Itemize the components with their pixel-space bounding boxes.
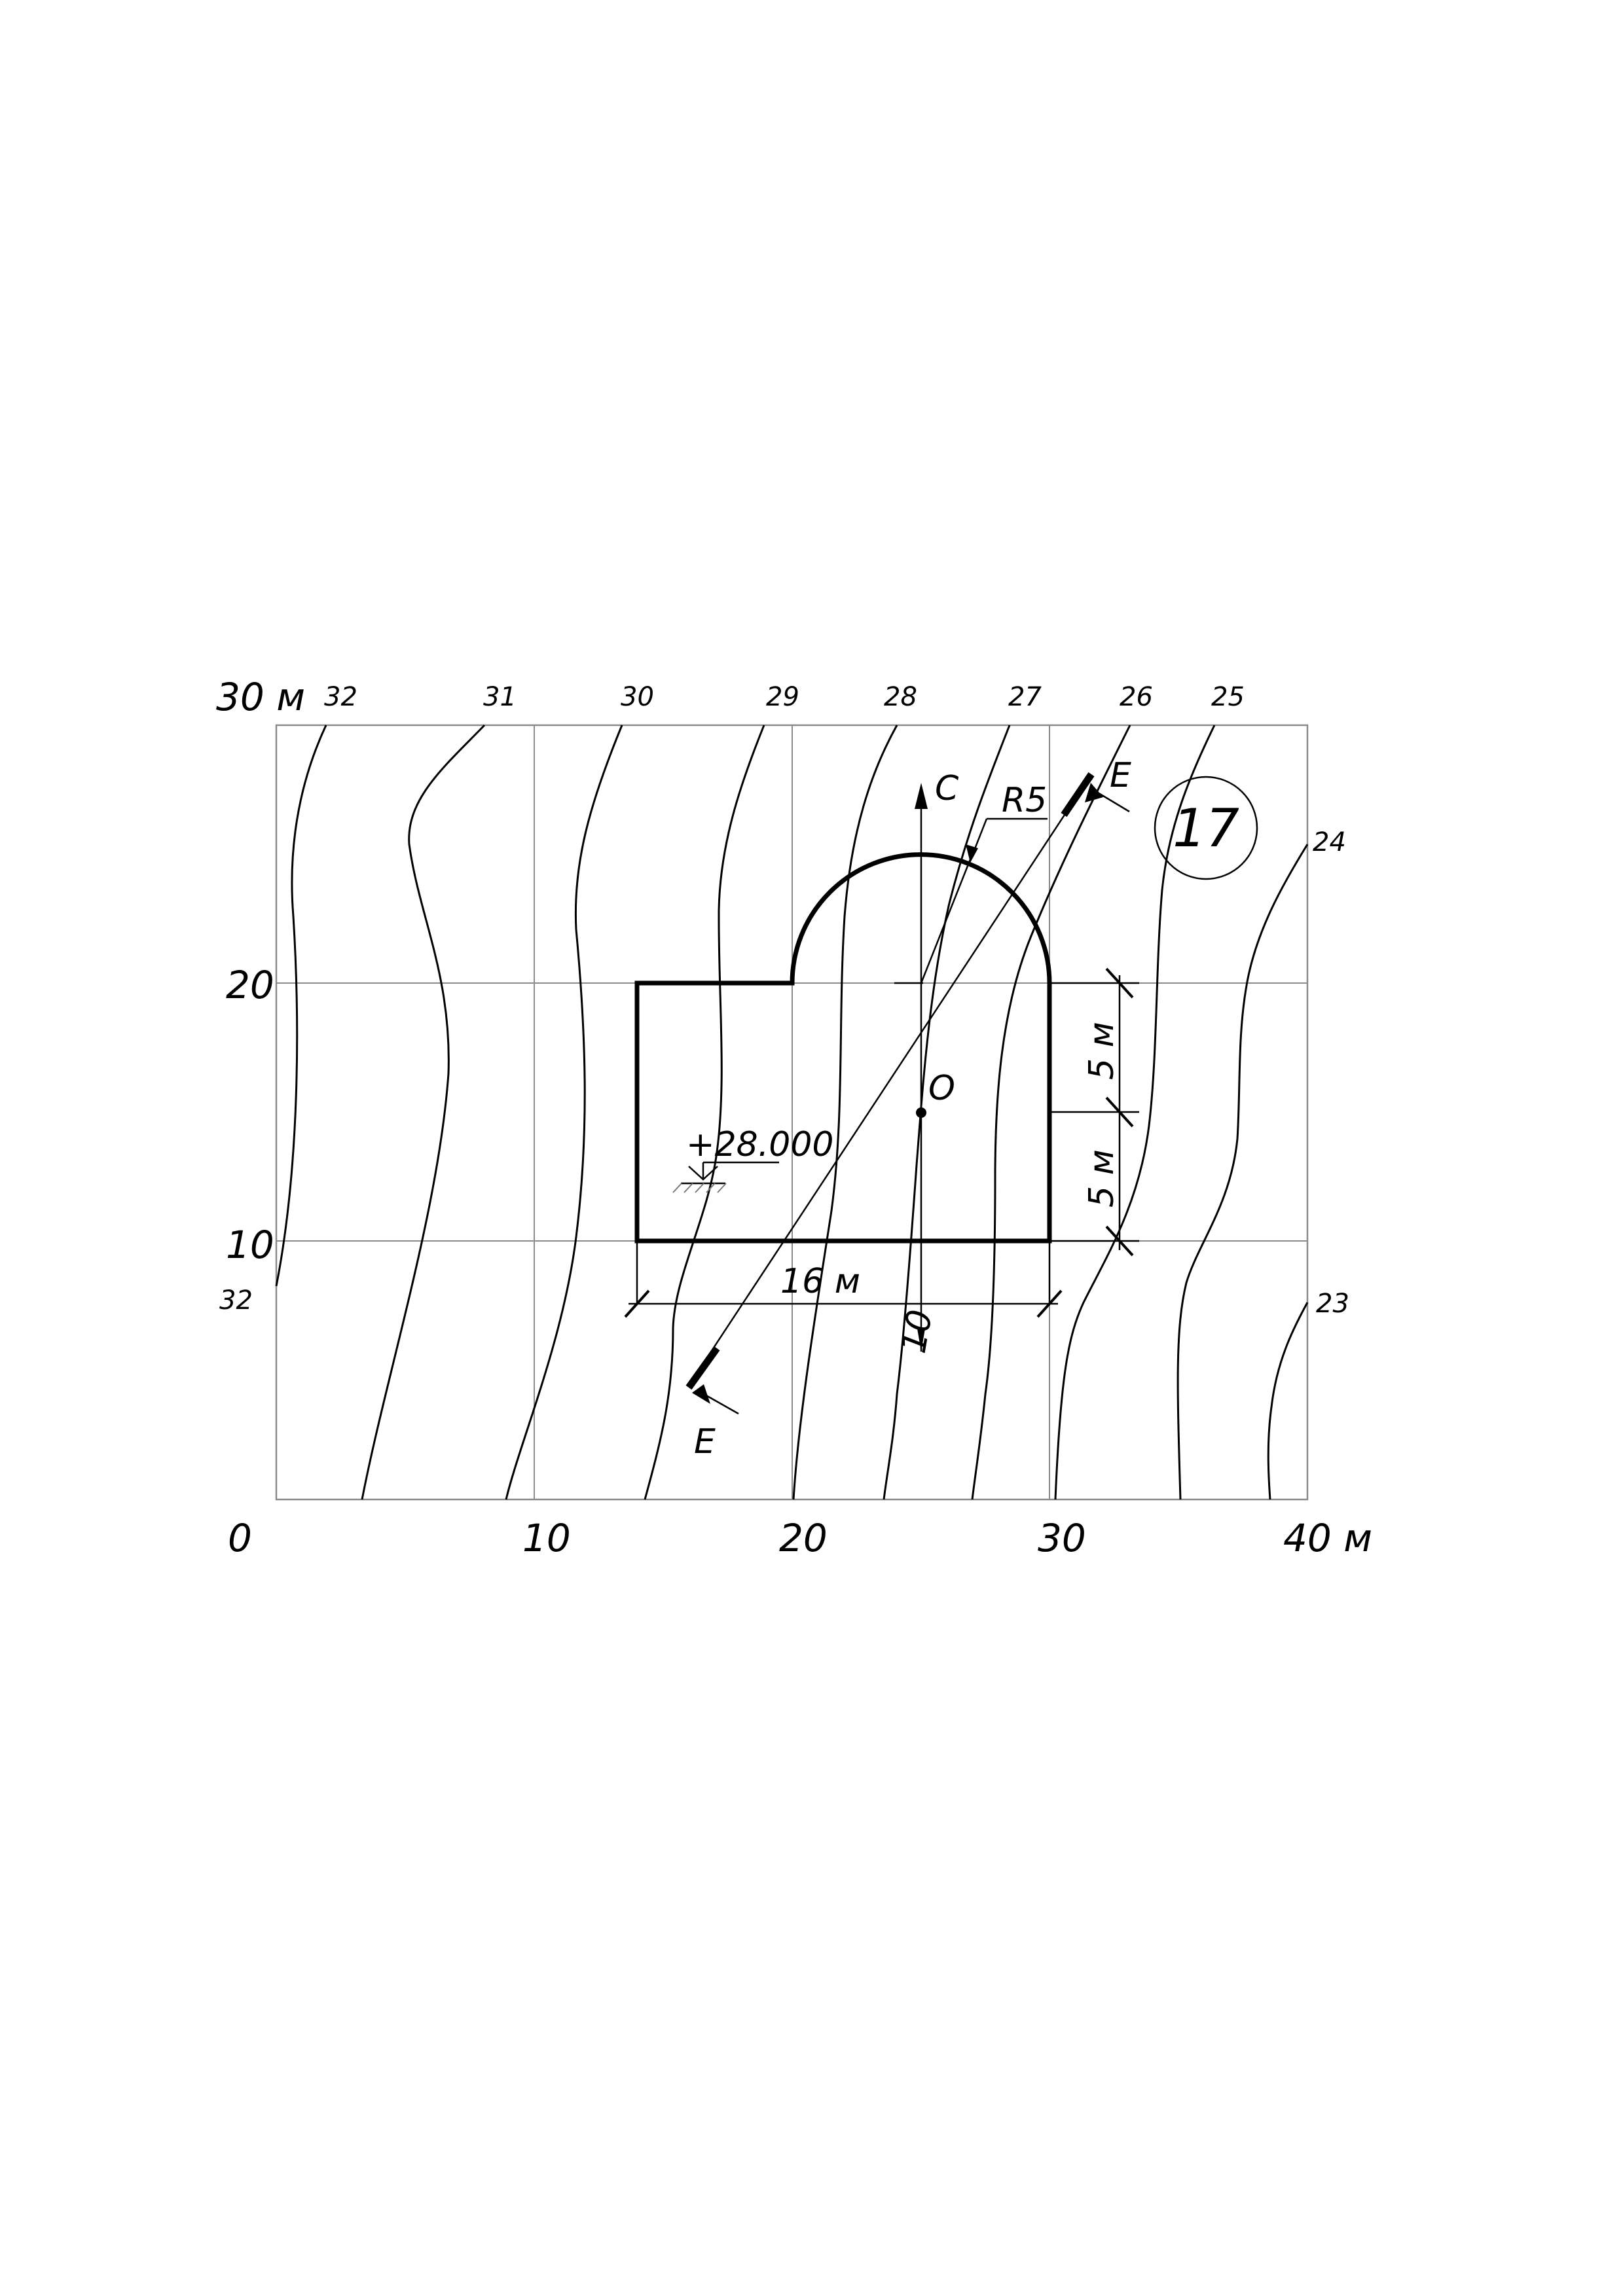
coordinate-grid [275,724,1309,1501]
x-axis-label-0: 0 [228,1516,252,1560]
elevation-mark [672,1161,779,1193]
direction-label: 10 [894,1307,941,1357]
badge-circle [1154,776,1258,880]
height-label-lower: 5 м [1082,1149,1122,1208]
contour-label-31: 31 [483,682,517,712]
y-axis-label-1: 20 [226,963,274,1007]
section-label-bottom: Е [694,1422,716,1462]
y-axis-label-0: 10 [226,1223,274,1267]
x-axis-label-3: 30 [1038,1516,1086,1560]
contour-label-30: 30 [621,682,654,712]
contour-label-24: 24 [1313,827,1346,857]
axis-labels: 0 10 20 30 40 м 10 20 30 м [216,675,1372,1560]
contour-label-23: 23 [1316,1289,1349,1319]
contour-label-32-left: 32 [219,1285,253,1316]
radius-label: R5 [1002,781,1047,820]
height-label-upper: 5 м [1082,1022,1122,1080]
x-axis-label-1: 10 [522,1516,571,1560]
badge-number: 17 [1173,798,1239,859]
contour-label-29: 29 [766,682,799,712]
north-label: С [935,769,959,808]
contour-lines [275,724,1309,1500]
y-axis-label-2: 30 м [216,675,305,719]
direction-arrow-head [917,1329,925,1352]
section-line-e-e [685,772,1130,1415]
contour-label-28: 28 [884,682,917,712]
center-point-label: О [928,1069,955,1108]
contour-label-27: 27 [1008,682,1042,712]
section-arrow-top [1085,783,1103,802]
north-arrow-head [915,783,928,809]
width-label: 16 м [780,1262,860,1301]
section-arrow-bottom [692,1384,710,1404]
center-point [916,1107,926,1118]
contour-label-25: 25 [1211,682,1245,712]
contour-label-26: 26 [1120,682,1153,712]
section-label-top: Е [1110,756,1131,795]
contour-labels: 32 31 30 29 28 27 26 25 24 23 32 [219,682,1349,1319]
x-axis-label-4: 40 м [1283,1516,1372,1560]
x-axis-label-2: 20 [779,1516,828,1560]
radius-arrow-head [966,844,978,863]
width-dimension [624,1241,1063,1318]
height-dimensions [1049,967,1139,1257]
annotations: С R5 Е Е О +28.000 16 м 10 5 м 5 м 17 [686,756,1239,1462]
center-lines [894,783,1048,1352]
contour-label-32: 32 [324,682,357,712]
elevation-label: +28.000 [686,1125,834,1164]
